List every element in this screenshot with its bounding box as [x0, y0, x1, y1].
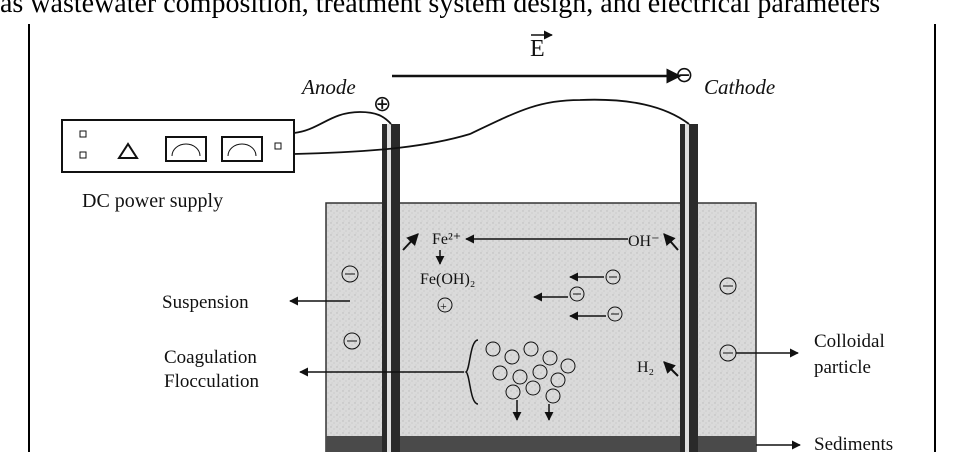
fe-hydroxide-label: Fe(OH)₂ [420, 271, 475, 288]
cutoff-caption-text: as wastewater composition, treatment sys… [0, 0, 881, 19]
anode-sign: ⊕ [373, 91, 391, 116]
colloidal-label-line1: Colloidal [814, 331, 885, 352]
negative-colloid-icon-5 [343, 332, 361, 350]
voltmeter-needle [171, 143, 201, 157]
fe-ion-label: Fe²⁺ [432, 231, 461, 248]
anode-label: Anode [300, 75, 356, 99]
anode-electrode-highlight [387, 124, 391, 452]
positive-particle-sign: + [440, 299, 447, 313]
power-supply-switch-1 [79, 130, 87, 138]
negative-colloid-icon-2 [569, 286, 585, 302]
anode-to-fe-arrow [402, 233, 419, 251]
cathode-wire [293, 98, 690, 155]
floc-cluster [485, 341, 576, 404]
anode-wire [293, 111, 392, 134]
cathode-to-oh-arrow [663, 233, 679, 251]
cathode-label: Cathode [704, 75, 775, 99]
sediments-label: Sediments [814, 434, 893, 452]
ammeter-dial [221, 136, 263, 162]
cathode-electrode-highlight [685, 124, 689, 452]
electric-field-label: E [530, 36, 545, 62]
ammeter-needle [227, 143, 257, 157]
suspension-label: Suspension [162, 292, 249, 313]
coagulation-label: Coagulation [164, 347, 257, 368]
voltmeter-dial [165, 136, 207, 162]
hydrogen-label: H₂ [637, 359, 654, 376]
negative-colloid-icon-4 [341, 265, 359, 283]
cathode-sign: ⊖ [675, 62, 693, 87]
floc-bracket [464, 339, 479, 405]
power-supply-label: DC power supply [82, 190, 223, 212]
hydrogen-arrow [663, 361, 679, 377]
flocculation-label: Flocculation [164, 371, 259, 392]
power-supply-switch-2 [79, 151, 87, 159]
negative-colloid-icon-6 [719, 277, 737, 295]
negative-colloid-icon-1 [605, 269, 621, 285]
sediment-layer [326, 436, 756, 452]
warning-triangle-icon [117, 142, 139, 159]
negative-colloid-icon-3 [607, 306, 623, 322]
power-supply-port [274, 142, 282, 150]
positive-particle-icon [437, 297, 453, 313]
colloidal-label-line2: particle [814, 357, 871, 378]
oh-ion-label: OH⁻ [628, 233, 660, 250]
figure-frame [28, 24, 936, 452]
